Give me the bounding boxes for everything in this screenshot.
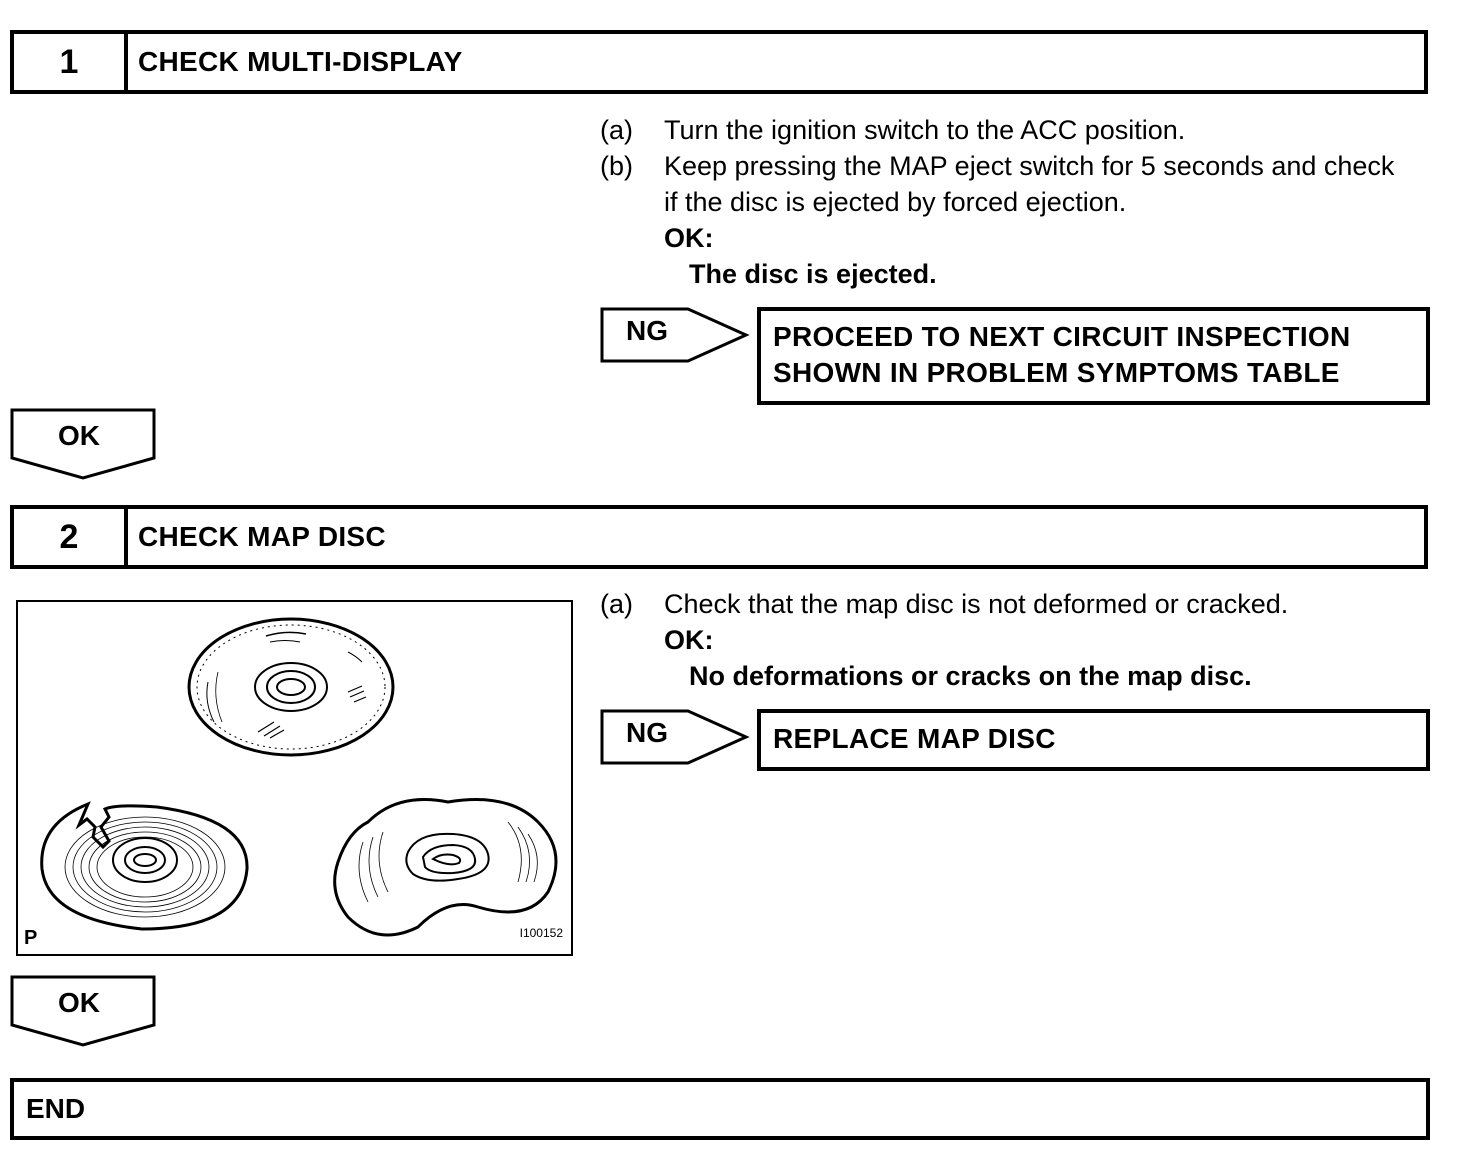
step-2-title: CHECK MAP DISC: [138, 521, 386, 552]
instruction-label: (a): [600, 589, 633, 619]
ok-criteria-result: The disc is ejected.: [689, 259, 937, 289]
ng-result-box: REPLACE MAP DISC: [757, 709, 1430, 771]
instruction-label: (a): [600, 115, 633, 145]
cracked-disc: [40, 801, 249, 931]
ng-result-line: SHOWN IN PROBLEM SYMPTOMS TABLE: [773, 357, 1340, 388]
disc-drawings: [40, 617, 558, 937]
ng-arrow-label: NG: [626, 315, 668, 346]
map-disc-illustration: P I100152: [16, 600, 573, 956]
ng-arrow-shape: [600, 709, 750, 765]
ok-arrow: OK: [10, 408, 158, 482]
ok-arrow-shape: [10, 408, 156, 480]
instruction-text: Turn the ignition switch to the ACC posi…: [664, 115, 1186, 145]
instruction-text: Keep pressing the MAP eject switch for 5…: [664, 151, 1395, 217]
scratched-disc: [187, 617, 395, 757]
deformed-disc: [333, 798, 558, 937]
instruction-item: (a) Check that the map disc is not defor…: [600, 586, 1424, 622]
instruction-label: (b): [600, 151, 633, 181]
ng-arrow: NG: [600, 709, 750, 765]
step-1-title: CHECK MULTI-DISPLAY: [138, 46, 463, 77]
instruction-item: (a) Turn the ignition switch to the ACC …: [600, 112, 1424, 148]
ng-arrow: NG: [600, 307, 750, 363]
ng-result-box: PROCEED TO NEXT CIRCUIT INSPECTION SHOWN…: [757, 307, 1430, 405]
step-2-instructions: (a) Check that the map disc is not defor…: [600, 586, 1424, 694]
ok-arrow-shape: [10, 975, 156, 1047]
step-1-header: 1 CHECK MULTI-DISPLAY: [10, 30, 1428, 94]
ok-criteria-result: No deformations or cracks on the map dis…: [689, 661, 1252, 691]
step-1-instructions: (a) Turn the ignition switch to the ACC …: [600, 112, 1424, 292]
instruction-item: (b) Keep pressing the MAP eject switch f…: [600, 148, 1424, 220]
ng-arrow-shape: [600, 307, 750, 363]
ng-arrow-label: NG: [626, 717, 668, 748]
end-box: END: [10, 1078, 1430, 1140]
ok-criteria-label: OK:: [664, 223, 714, 253]
step-2-header: 2 CHECK MAP DISC: [10, 505, 1428, 569]
ok-arrow: OK: [10, 975, 158, 1049]
ng-result-line: REPLACE MAP DISC: [773, 723, 1056, 754]
ok-arrow-label: OK: [58, 420, 100, 451]
illustration-code: I100152: [519, 926, 563, 940]
step-1-number: 1: [14, 34, 128, 90]
end-label: END: [26, 1093, 86, 1124]
illustration-corner-label: P: [24, 927, 38, 949]
ng-result-line: PROCEED TO NEXT CIRCUIT INSPECTION: [773, 321, 1351, 352]
step-2-number: 2: [14, 509, 128, 565]
ok-criteria-label: OK:: [664, 625, 714, 655]
ok-arrow-label: OK: [58, 987, 100, 1018]
instruction-text: Check that the map disc is not deformed …: [664, 589, 1289, 619]
